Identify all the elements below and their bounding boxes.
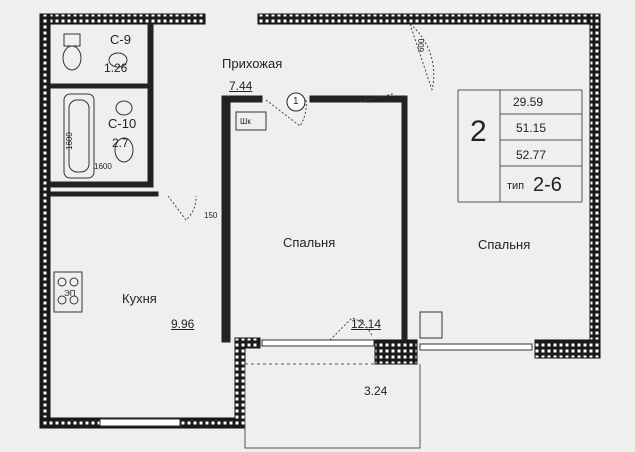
partition-bedroom-top (309, 95, 406, 103)
bath-length-horizontal: 1600 (94, 162, 112, 171)
cabinet-label: Шк (240, 117, 251, 126)
wc-area: 1.26 (104, 61, 128, 75)
exterior-walls (39, 13, 601, 429)
door-entrance (409, 23, 435, 91)
wall-bottom-right (534, 339, 601, 359)
partition-kitchen-bedroom (221, 99, 231, 343)
window-kitchen (99, 418, 181, 427)
interior-walls (49, 23, 408, 343)
rooms-count: 2 (470, 115, 487, 148)
windows (99, 339, 533, 427)
bedroom1-area: 12.14 (351, 317, 382, 331)
balcony-area: 3.24 (364, 384, 388, 398)
door-kitchen (167, 195, 197, 221)
wall-top-right (257, 13, 599, 25)
door-balcony (329, 317, 373, 341)
door-number: 1 (293, 96, 299, 107)
wall-bottom-pier (374, 339, 418, 365)
window-bedroom1 (261, 339, 375, 347)
wall-top-left (39, 13, 206, 25)
balcony (244, 363, 421, 449)
wall-left (39, 13, 51, 427)
door-width: 150 (204, 211, 218, 220)
partition-bedrooms (401, 95, 408, 341)
fixtures (53, 33, 443, 339)
toilet-wc (62, 45, 82, 71)
sink-bath (115, 100, 133, 116)
bathtub (63, 93, 95, 179)
wall-kitchen-right (234, 339, 246, 429)
wardrobe-dim: 600 (417, 38, 426, 52)
cabinet-bedroom (419, 311, 443, 339)
type-code: 2-6 (533, 174, 562, 196)
window-bedroom2 (419, 343, 533, 351)
wc-code: С-9 (110, 32, 131, 47)
wall-bottom-mid (234, 337, 261, 349)
toilet-bath (114, 137, 134, 163)
door-marker (286, 92, 306, 112)
bath-code: С-10 (108, 116, 137, 131)
doors (167, 23, 435, 341)
partition-wc-bath (49, 83, 151, 89)
total-area: 51.15 (516, 121, 547, 135)
spec-box (457, 89, 583, 203)
partition-wc-right (147, 23, 154, 185)
type-label: тип (507, 180, 525, 192)
bedroom1-name: Спальня (283, 235, 336, 250)
partition-hall-top (221, 95, 263, 103)
living-area: 29.59 (513, 95, 544, 109)
total-area-with-balcony: 52.77 (516, 148, 547, 162)
hall-name: Прихожая (222, 56, 283, 71)
partition-wc-bottom (49, 181, 154, 188)
bath-length-vertical: 1600 (65, 132, 74, 150)
stove-label: ЭП (64, 289, 76, 298)
stove (53, 271, 83, 313)
hall-area: 7.44 (229, 79, 253, 93)
bath-area: 2.7 (112, 136, 129, 150)
sink-wc (108, 52, 128, 68)
partition-kitchen-top (49, 191, 159, 197)
kitchen-name: Кухня (122, 291, 157, 306)
bedroom2-name: Спальня (478, 237, 531, 252)
door-bedroom2 (359, 93, 393, 103)
cabinet-hall (235, 111, 267, 131)
kitchen-area: 9.96 (171, 317, 195, 331)
wall-right (589, 13, 601, 359)
